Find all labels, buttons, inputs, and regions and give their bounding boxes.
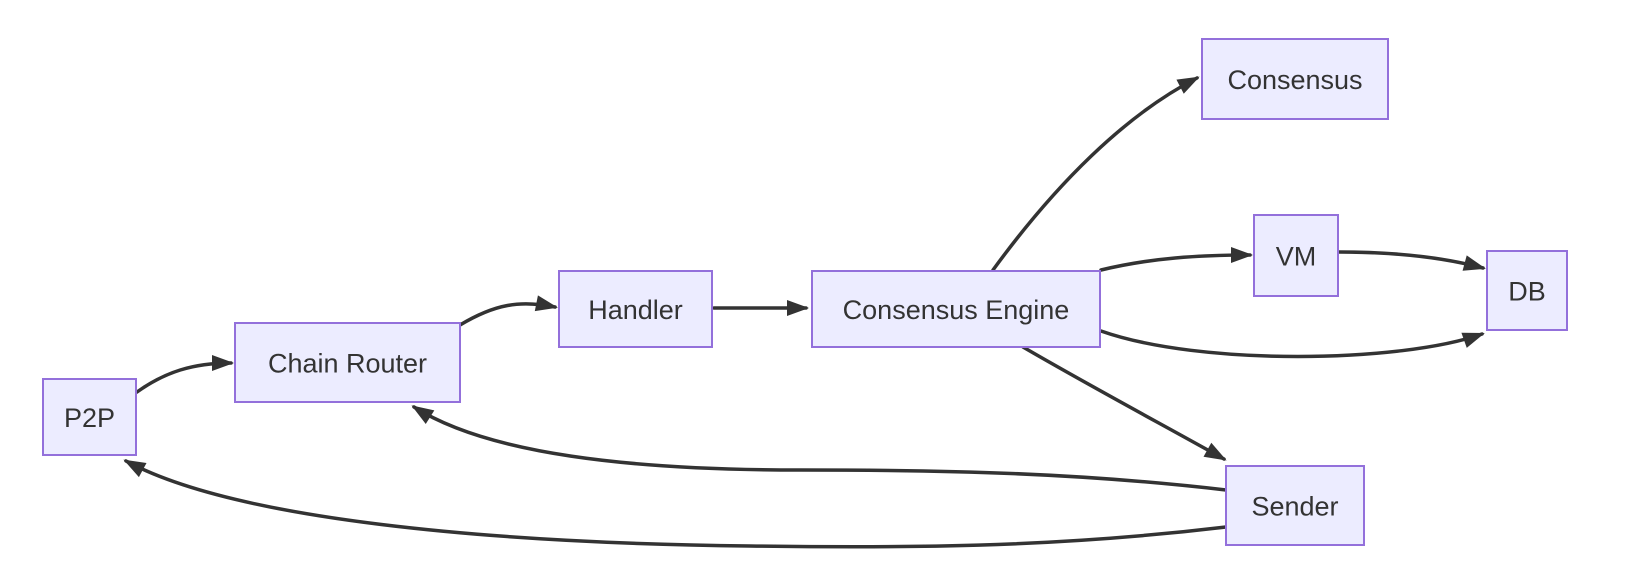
node-chain-router: Chain Router	[234, 322, 461, 403]
node-sender-box	[1225, 465, 1365, 546]
edge-p2p-to-chain-router	[135, 355, 234, 394]
node-sender: Sender	[1225, 465, 1365, 546]
node-vm-box	[1253, 214, 1339, 297]
node-consensus-engine-box	[811, 270, 1101, 348]
node-handler-box	[558, 270, 713, 348]
edge-sender-to-chain-router	[411, 405, 1228, 492]
node-consensus: Consensus	[1201, 38, 1389, 120]
edge-consensus-engine-to-db	[1099, 329, 1485, 359]
node-consensus-engine-label: Consensus Engine	[843, 295, 1070, 325]
node-handler: Handler	[558, 270, 713, 348]
node-db-label: DB	[1508, 277, 1546, 307]
node-p2p: P2P	[42, 378, 137, 456]
edge-vm-to-db	[1337, 250, 1486, 271]
node-handler-label: Handler	[588, 295, 683, 325]
edge-chain-router-to-handler	[458, 295, 558, 327]
edge-consensus-engine-to-sender	[1021, 345, 1227, 461]
edges-layer	[123, 76, 1486, 549]
node-vm-label: VM	[1276, 242, 1317, 272]
node-db-box	[1486, 250, 1568, 331]
node-p2p-box	[42, 378, 137, 456]
node-consensus-label: Consensus	[1227, 65, 1362, 95]
edge-sender-to-p2p	[123, 459, 1228, 549]
node-p2p-label: P2P	[64, 403, 115, 433]
node-consensus-engine: Consensus Engine	[811, 270, 1101, 348]
edge-consensus-engine-to-consensus	[991, 76, 1200, 272]
node-chain-router-box	[234, 322, 461, 403]
node-vm: VM	[1253, 214, 1339, 297]
node-sender-label: Sender	[1251, 492, 1338, 522]
node-chain-router-label: Chain Router	[268, 349, 427, 379]
node-db: DB	[1486, 250, 1568, 331]
node-consensus-box	[1201, 38, 1389, 120]
edge-consensus-engine-to-vm	[1099, 247, 1253, 272]
nodes-layer: P2P Chain Router Handler Consensus Engine Co…	[42, 38, 1568, 546]
